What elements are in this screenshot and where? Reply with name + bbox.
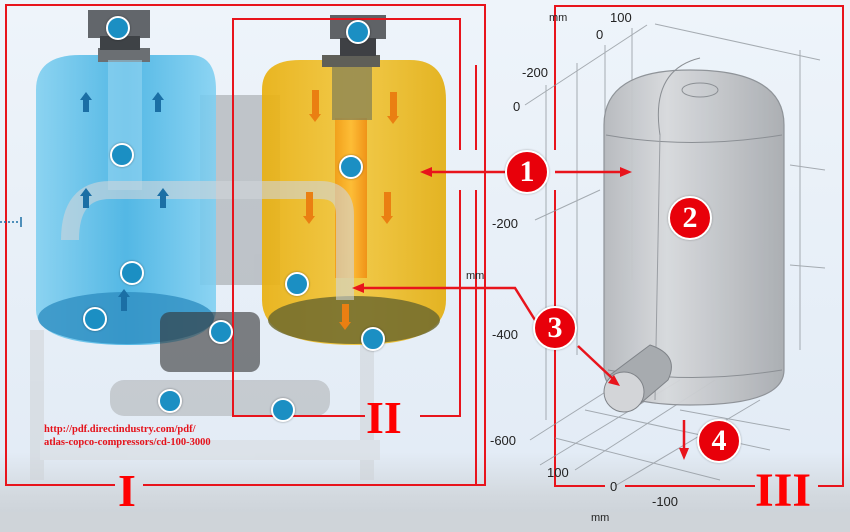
bottom-band: [0, 512, 850, 532]
marker-dot[interactable]: [271, 398, 295, 422]
marker-dot[interactable]: [83, 307, 107, 331]
callout-badge-2: 2: [668, 196, 712, 240]
axis-tick: -200: [492, 216, 519, 231]
axis-tick: 100: [610, 10, 632, 25]
marker-dot[interactable]: [339, 155, 363, 179]
callout-badge-3: 3: [533, 306, 577, 350]
marker-dot[interactable]: [158, 389, 182, 413]
axis-tick: 0: [513, 99, 521, 114]
leader-lines: [352, 167, 689, 460]
callout-badge-4: 4: [697, 419, 741, 463]
marker-dot[interactable]: [361, 327, 385, 351]
axis-tick: -400: [492, 327, 519, 342]
axis-tick: 0: [610, 479, 618, 494]
axis-tick: -200: [522, 65, 549, 80]
source-url-line2: atlas-copco-compressors/cd-100-3000: [44, 437, 211, 448]
marker-dot[interactable]: [209, 320, 233, 344]
flow-arrows-yellow: [303, 90, 399, 330]
axis-tick: -600: [490, 433, 517, 448]
marker-dot[interactable]: [285, 272, 309, 296]
axis-tick: 100: [547, 465, 569, 480]
marker-dot[interactable]: [346, 20, 370, 44]
source-url-line1: http://pdf.directindustry.com/pdf/: [44, 424, 196, 435]
axis-unit-top: mm: [549, 12, 568, 24]
source-url: http://pdf.directindustry.com/pdf/ atlas…: [44, 423, 211, 449]
flow-arrows-blue: [80, 92, 169, 311]
section-label-II: II: [366, 392, 402, 443]
axis-unit-mid: mm: [466, 270, 485, 282]
side-dotted-line: [0, 217, 22, 227]
callout-badge-1: 1: [505, 150, 549, 194]
axis-tick: 0: [596, 27, 604, 42]
marker-dot[interactable]: [106, 16, 130, 40]
section-label-I: I: [118, 465, 136, 516]
axis-unit-bottom: mm: [591, 512, 610, 524]
marker-dot[interactable]: [110, 143, 134, 167]
marker-dot[interactable]: [120, 261, 144, 285]
axis-tick: -100: [652, 494, 679, 509]
section-label-III: III: [755, 464, 812, 517]
